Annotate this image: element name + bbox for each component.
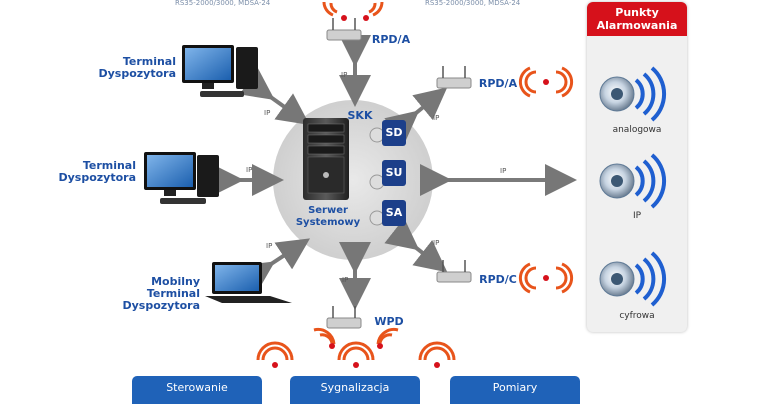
terminal-top-label: Terminal Dyspozytora [98, 55, 176, 80]
module-sa-icon [369, 200, 406, 226]
wpd-label: WPD [374, 315, 404, 328]
tab-pomiary[interactable]: Pomiary [450, 376, 580, 404]
server-label: Serwer Systemowy [295, 205, 361, 228]
router-icon-top [326, 18, 362, 41]
arrow-terminal-top [239, 68, 310, 125]
radio-wave-icon-rpd-c [518, 262, 574, 294]
speaker-icon-digital [599, 251, 667, 307]
alarm-points-panel: Punkty Alarmowania analogowa IP cyfrowa [587, 2, 687, 332]
alarm-item-analog: analogowa [612, 125, 662, 135]
skk-label: SKK [347, 109, 373, 122]
module-sd-icon [369, 120, 406, 146]
top-label-left: RS35-2000/3000, MDSA-24 [175, 0, 271, 7]
alarm-points-title-text: Punkty Alarmowania [596, 6, 678, 32]
router-icon-right [436, 66, 472, 89]
desktop-computer-icon-mid [144, 152, 219, 204]
alarm-item-digital: cyfrowa [619, 311, 655, 321]
module-su-icon [369, 160, 406, 190]
link-arrows [212, 35, 577, 310]
top-label-right: RS35-2000/3000, MDSA-24 [425, 0, 521, 7]
ip-label-terminal-top: IP [264, 109, 270, 117]
radio-wave-icon-top [322, 1, 384, 21]
radio-wave-icon-bottom [256, 341, 456, 368]
desktop-computer-icon-top [182, 45, 258, 97]
ip-label-mobile: IP [266, 242, 272, 250]
arrow-rpd-a [384, 87, 448, 144]
rpd-c-label: RPD/C [479, 273, 517, 286]
radio-wave-icon-rpd-a [518, 66, 574, 98]
ip-label-rpd-c: IP [433, 239, 439, 247]
router-icon-wpd [326, 306, 362, 329]
mobile-terminal-label: Mobilny Terminal Dyspozytora [122, 275, 200, 312]
alarm-speakers [599, 66, 667, 307]
ip-label-rpd-a: IP [433, 114, 439, 122]
alarm-points-title: Punkty Alarmowania [587, 2, 687, 36]
alarm-item-ip: IP [632, 211, 642, 221]
tab-sygnalizacja[interactable]: Sygnalizacja [290, 376, 420, 404]
server-tower-icon [303, 118, 349, 200]
su-label: SU [385, 166, 403, 179]
arrow-mobile [239, 238, 311, 293]
ip-label-bottom: IP [342, 276, 348, 284]
tab-sterowanie[interactable]: Sterowanie [132, 376, 262, 404]
sa-label: SA [385, 206, 403, 219]
speaker-icon-analog [599, 66, 667, 122]
rpd-a-top-label: RPD/A [371, 33, 411, 46]
network-hub-circle [273, 100, 433, 260]
radio-wave-icon-wpd [313, 328, 399, 349]
speaker-icon-ip [599, 153, 667, 209]
ip-label-alarm: IP [500, 167, 506, 175]
ip-label-terminal-mid: IP [246, 166, 252, 174]
ip-label-top: IP [341, 71, 347, 79]
arrow-rpd-c [384, 218, 448, 273]
laptop-icon [205, 262, 292, 303]
sd-label: SD [385, 126, 403, 139]
rpd-a-right-label: RPD/A [478, 77, 518, 90]
terminal-mid-label: Terminal Dyspozytora [58, 159, 136, 184]
router-icon-rpdc [436, 260, 472, 283]
